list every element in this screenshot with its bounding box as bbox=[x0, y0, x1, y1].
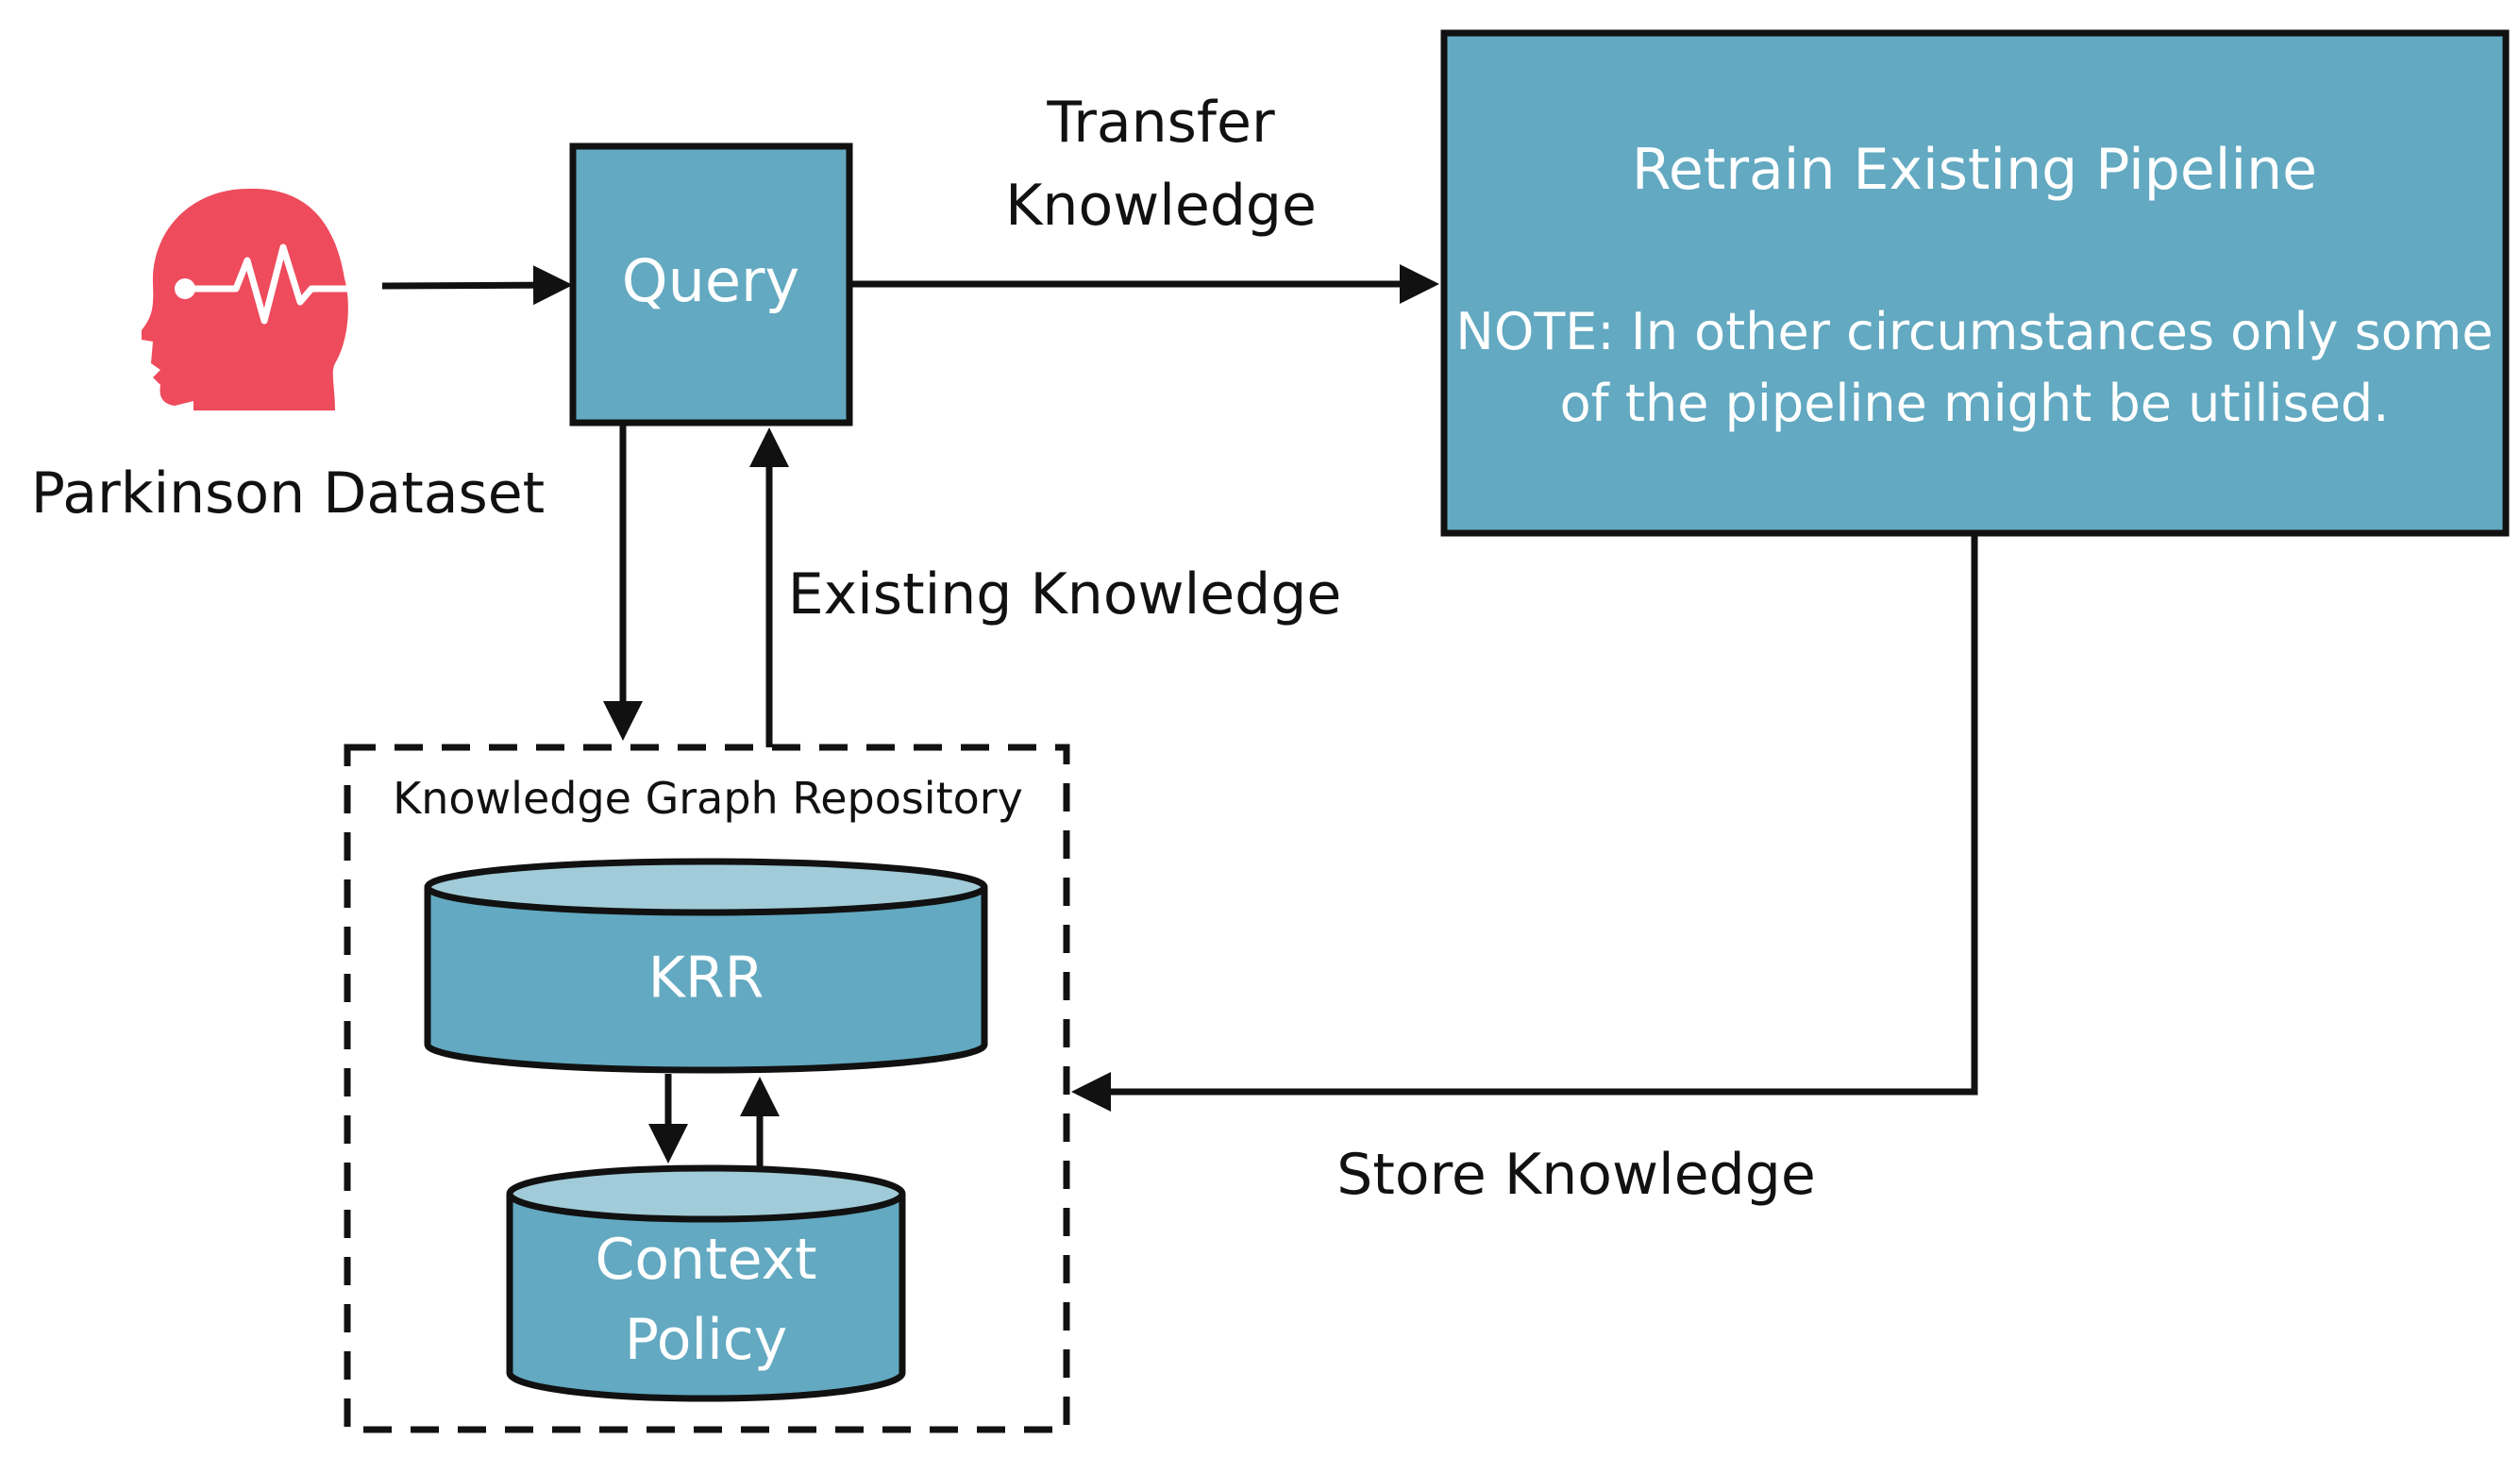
pipeline-to-repository-arrow bbox=[1071, 533, 1978, 1112]
pipeline-box bbox=[1440, 29, 2510, 537]
dataset-to-query-arrow bbox=[381, 265, 573, 306]
head-pulse-icon bbox=[142, 188, 351, 410]
pipeline-note-line1: NOTE: In other circumstances only some bbox=[1455, 302, 2493, 361]
repository-title: Knowledge Graph Repository bbox=[393, 773, 1023, 824]
pipeline-note-line2: of the pipeline might be utilised. bbox=[1560, 374, 2390, 433]
query-box bbox=[569, 142, 853, 427]
dataset-label: Parkinson Dataset bbox=[31, 460, 545, 527]
existing-knowledge-label: Existing Knowledge bbox=[788, 561, 1342, 628]
transfer-label-line1: Transfer bbox=[1046, 90, 1275, 156]
krr-cylinder bbox=[424, 858, 988, 1074]
krr-label: KRR bbox=[648, 946, 764, 1012]
context-policy-label-line1: Context bbox=[595, 1227, 816, 1293]
repository-container bbox=[344, 744, 1070, 1433]
query-label: Query bbox=[622, 246, 799, 315]
pipeline-title: Retrain Existing Pipeline bbox=[1632, 137, 2317, 203]
context-policy-label-line2: Policy bbox=[625, 1307, 788, 1373]
store-knowledge-label: Store Knowledge bbox=[1336, 1142, 1815, 1208]
context-policy-cylinder bbox=[506, 1164, 906, 1402]
transfer-label-line2: Knowledge bbox=[1005, 173, 1317, 239]
